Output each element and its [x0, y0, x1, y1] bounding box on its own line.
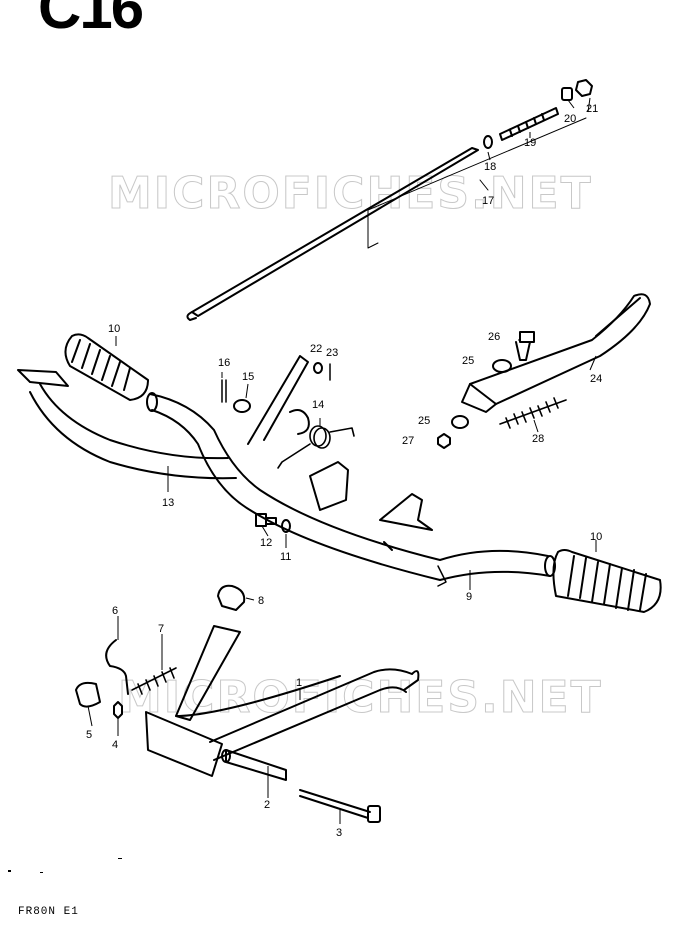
callout-12: 12	[260, 537, 272, 549]
spring-hook-6	[105, 639, 129, 695]
return-spring-28	[499, 397, 567, 429]
brake-rod	[186, 147, 479, 321]
bolt-26	[515, 331, 535, 361]
callout-17: 17	[482, 195, 494, 207]
callout-25-upper: 25	[462, 355, 474, 367]
callout-1: 1	[296, 677, 302, 689]
callout-4: 4	[112, 739, 118, 751]
model-code: FR80N E1	[18, 906, 79, 918]
scan-specks	[8, 858, 122, 873]
callout-8: 8	[258, 595, 264, 607]
washer-15	[233, 399, 251, 413]
callout-2: 2	[264, 799, 270, 811]
washer-11	[281, 519, 291, 533]
callout-13: 13	[162, 497, 174, 509]
washer-18	[483, 135, 493, 149]
callout-15: 15	[242, 371, 254, 383]
callout-6: 6	[112, 605, 118, 617]
callout-23: 23	[326, 347, 338, 359]
callout-25-lower: 25	[418, 415, 430, 427]
nut-27	[437, 433, 451, 449]
callout-28: 28	[532, 433, 544, 445]
washer-25-upper	[492, 359, 512, 373]
diagram-title: C16	[38, 0, 144, 41]
brake-pedal-24	[461, 293, 651, 413]
callout-22: 22	[310, 343, 322, 355]
stand-shaft-2	[221, 749, 287, 781]
callout-7: 7	[158, 623, 164, 635]
footrest-tube-9	[146, 392, 556, 581]
footrest-rubber-right	[552, 549, 662, 613]
watermark-top: MICROFICHES.NET	[108, 168, 593, 220]
callout-26: 26	[488, 331, 500, 343]
callout-16: 16	[218, 357, 230, 369]
collar-5	[75, 681, 101, 708]
bolt-12	[255, 513, 277, 527]
callout-3: 3	[336, 827, 342, 839]
center-stand-1	[145, 625, 420, 777]
callout-5: 5	[86, 729, 92, 741]
center-bracket	[309, 461, 349, 511]
callout-14: 14	[312, 399, 324, 411]
bracket-left	[247, 355, 309, 445]
right-bracket	[379, 493, 433, 531]
stand-spring-7	[131, 667, 177, 695]
callout-11: 11	[280, 551, 291, 563]
callout-20: 20	[564, 113, 576, 125]
callout-24: 24	[590, 373, 602, 385]
cotter-pin-16	[221, 379, 227, 403]
callout-19: 19	[524, 137, 536, 149]
footrest-rubber-left	[64, 333, 149, 401]
callout-9: 9	[466, 591, 472, 603]
stopper-8	[217, 584, 246, 611]
callout-10-left: 10	[108, 323, 120, 335]
brake-rod-clevis	[499, 107, 559, 141]
callout-21: 21	[586, 103, 598, 115]
callout-27: 27	[402, 435, 414, 447]
clevis-pin-20	[561, 87, 573, 101]
callout-18: 18	[484, 161, 496, 173]
washer-25-lower	[451, 415, 469, 429]
callout-10-right: 10	[590, 531, 602, 543]
footrest-bar-13	[17, 369, 237, 480]
bolt-3	[299, 789, 381, 823]
nut-21	[575, 79, 593, 97]
nut-22	[313, 362, 323, 374]
nut-4	[113, 701, 123, 719]
return-spring-14	[277, 425, 355, 469]
